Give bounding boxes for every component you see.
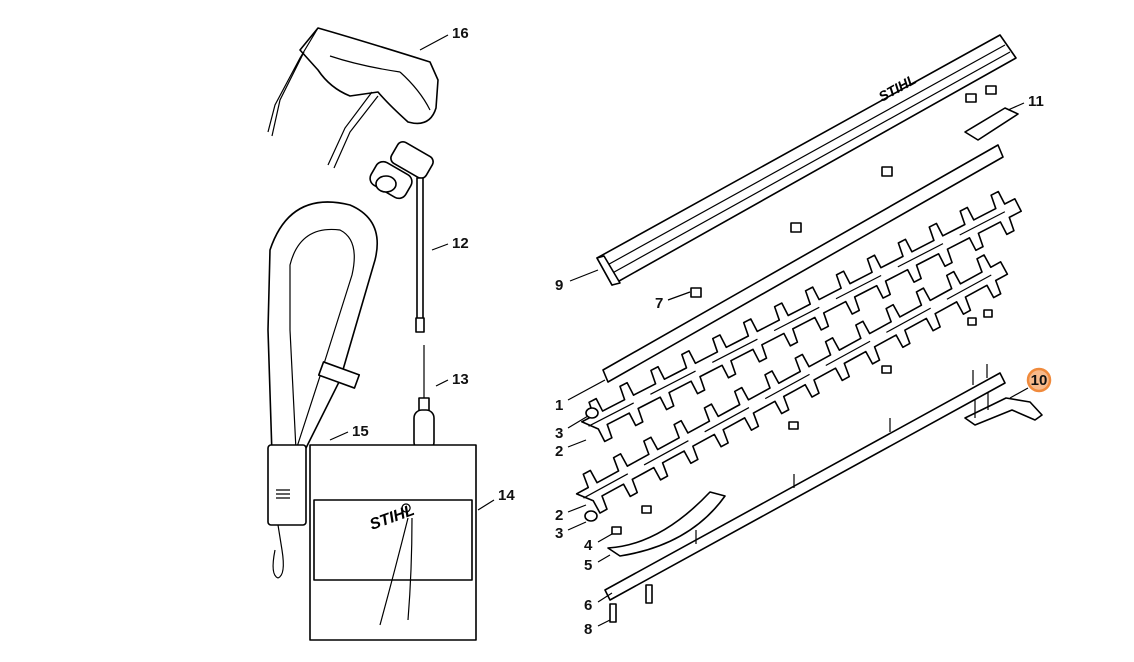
combination-wrench: [369, 141, 434, 333]
callout-5[interactable]: 5: [584, 557, 592, 574]
part-callouts: 16 12 13 15 14 9 7 11 1 3 2 2 3 4 5 6 8 …: [352, 25, 1052, 638]
callout-2[interactable]: 2: [555, 507, 563, 524]
blade-slot: [825, 340, 871, 367]
safety-glasses: [267, 27, 439, 169]
blade-slot: [773, 306, 820, 332]
callout-9[interactable]: 9: [555, 277, 563, 294]
callout-10-highlighted[interactable]: 10: [1031, 372, 1048, 389]
callout-16[interactable]: 16: [452, 25, 469, 42]
callout-8[interactable]: 8: [584, 621, 592, 638]
blade-slot: [946, 274, 992, 300]
callout-13[interactable]: 13: [452, 371, 469, 388]
blade-slot: [835, 274, 882, 300]
callout-15[interactable]: 15: [352, 423, 369, 440]
leader-lines: [329, 34, 1029, 627]
blade-slot: [650, 370, 696, 395]
cutting-blades: [575, 190, 1023, 514]
part-6-bar: [604, 364, 1006, 601]
callout-6[interactable]: 6: [584, 597, 592, 614]
blade-slot: [959, 211, 1006, 236]
harness-strap: [267, 201, 379, 579]
callout-12[interactable]: 12: [452, 235, 469, 252]
screwdriver: [413, 345, 435, 451]
tool-pouch: STIHL: [309, 444, 477, 641]
part-1-plate: [602, 144, 1004, 383]
blade-slot: [711, 338, 758, 363]
blade-slot: [897, 243, 944, 268]
cutter-bar: STIHL: [596, 34, 1017, 286]
blade-slot: [583, 473, 629, 499]
callout-3[interactable]: 3: [555, 525, 563, 542]
blade-slot: [704, 407, 750, 433]
part-5-bracket: [607, 491, 726, 557]
callout-3[interactable]: 3: [555, 425, 563, 442]
callout-1[interactable]: 1: [555, 397, 563, 414]
blade-slot: [643, 440, 689, 466]
part-11-bracket: [964, 85, 1019, 141]
blade-slot: [886, 307, 931, 333]
callout-7[interactable]: 7: [655, 295, 663, 312]
blade-slot: [588, 402, 634, 427]
blade-slot: [764, 373, 810, 400]
nuts-and-screws: [584, 166, 993, 623]
part-10-guard: [964, 392, 1043, 426]
callout-2[interactable]: 2: [555, 443, 563, 460]
highlight-ring: [1026, 367, 1052, 393]
callout-11[interactable]: 11: [1028, 93, 1044, 110]
callout-4[interactable]: 4: [584, 537, 593, 554]
callout-14[interactable]: 14: [498, 487, 515, 504]
